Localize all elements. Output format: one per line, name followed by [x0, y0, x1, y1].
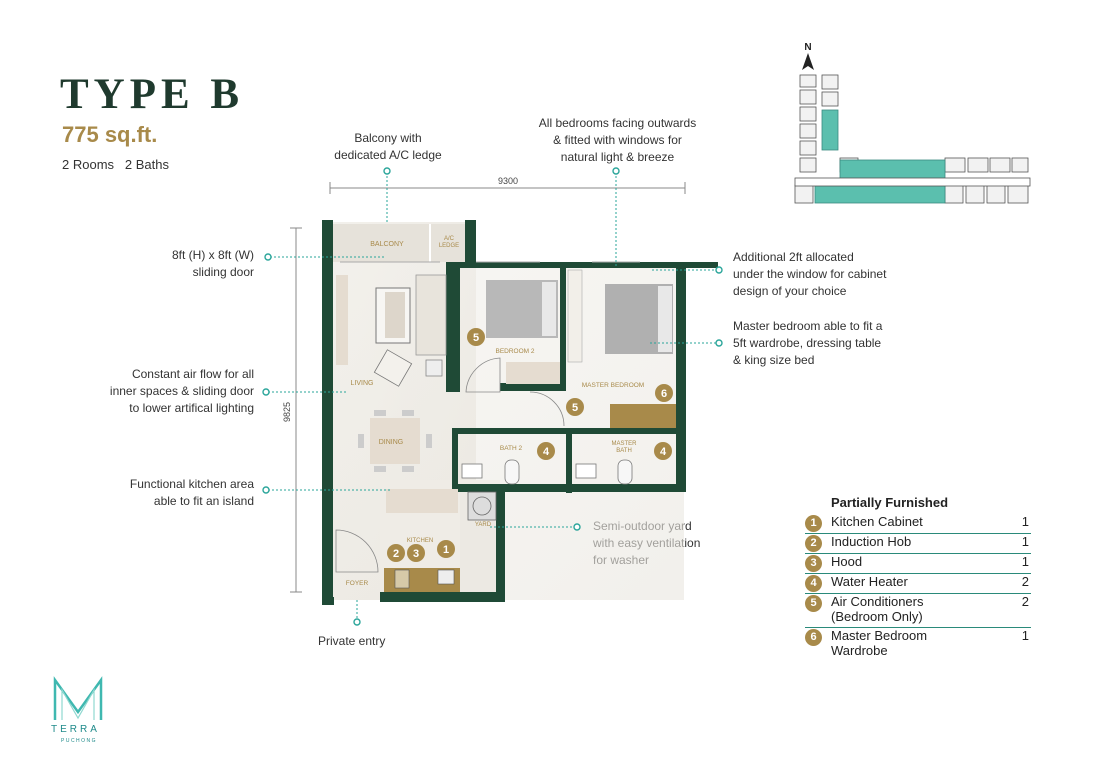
annotation-kitchen: Functional kitchen area able to fit an i… [129, 477, 254, 508]
legend-item: 3 Hood 1 [805, 553, 1031, 574]
svg-text:4: 4 [543, 446, 550, 458]
legend-label: Air Conditioners (Bedroom Only) [831, 594, 924, 624]
annotation-cabinet: Additional 2ft allocated under the windo… [733, 250, 887, 298]
marker-1: 1 [437, 540, 455, 558]
legend-item: 6 Master Bedroom Wardrobe 1 [805, 627, 1031, 661]
legend-title: Partially Furnished [831, 495, 949, 510]
marker-3: 3 [407, 544, 425, 562]
svg-text:1: 1 [443, 544, 449, 556]
legend-num: 6 [805, 629, 822, 646]
legend-qty: 1 [1021, 514, 1029, 529]
legend-qty: 1 [1021, 628, 1029, 643]
dimension-height-label: 9825 [282, 402, 292, 422]
induction-hob [394, 569, 410, 589]
legend-qty: 2 [1021, 594, 1029, 609]
door-master [529, 391, 565, 427]
logo-sub: PUCHONG [61, 738, 98, 744]
legend-label: Kitchen Cabinet [831, 514, 923, 529]
toilet-bath-2 [504, 459, 520, 485]
basin-bath-2 [461, 463, 483, 479]
room-label-kitchen: KITCHEN [407, 538, 433, 544]
legend-label: Water Heater [831, 574, 908, 589]
legend-item: 5 Air Conditioners (Bedroom Only) 2 [805, 593, 1031, 628]
walls [322, 220, 718, 605]
legend-label: Master Bedroom Wardrobe [831, 628, 928, 658]
sofa [375, 274, 447, 356]
room-label-bedroom-2: BEDROOM 2 [495, 348, 534, 355]
toilet-master-bath [617, 459, 633, 485]
key-plan: N [794, 42, 1031, 204]
legend-num: 4 [805, 575, 822, 592]
legend-num: 5 [805, 595, 822, 612]
svg-text:3: 3 [413, 548, 419, 560]
room-label-yard: YARD [475, 522, 492, 528]
balcony-area [333, 224, 465, 262]
svg-text:5: 5 [473, 332, 479, 344]
bed-bedroom-2 [486, 280, 558, 338]
room-label-master-bedroom: MASTER BEDROOM [582, 382, 644, 389]
annotation-master: Master bedroom able to fit a 5ft wardrob… [733, 319, 883, 367]
marker-5-master: 5 [566, 398, 584, 416]
legend-item: 4 Water Heater 2 [805, 573, 1031, 594]
dimension-width-label: 9300 [498, 176, 518, 186]
north-arrow-icon [802, 53, 814, 70]
annotation-bedrooms: All bedrooms facing outwards & fitted wi… [538, 116, 697, 164]
master-wardrobe [610, 404, 676, 428]
armchair [373, 349, 413, 387]
kitchen-sink [437, 569, 455, 585]
legend-item: 1 Kitchen Cabinet 1 [805, 513, 1031, 534]
north-label: N [804, 42, 811, 53]
dimension-height [290, 227, 302, 593]
dining-set [358, 410, 432, 472]
basin-master-bath [575, 463, 597, 479]
marker-5-bedroom-2: 5 [467, 328, 485, 346]
door-bedroom-2 [465, 357, 501, 393]
legend-qty: 1 [1021, 534, 1029, 549]
legend-label: Induction Hob [831, 534, 912, 549]
legend-qty: 1 [1021, 554, 1029, 569]
annotation-airflow: Constant air flow for all inner spaces &… [109, 367, 254, 415]
legend-num: 3 [805, 555, 822, 572]
terra-logo-icon [53, 676, 103, 720]
room-label-balcony: BALCONY [370, 241, 404, 248]
annotation-balcony: Balcony with dedicated A/C ledge [334, 131, 442, 162]
legend-label: Hood [831, 554, 863, 569]
room-label-bath-2: BATH 2 [500, 445, 523, 452]
legend-num: 2 [805, 535, 822, 552]
bed-master [605, 284, 673, 354]
marker-4-master-bath: 4 [654, 442, 672, 460]
page-title: TYPE B [60, 71, 245, 118]
leader-lines [268, 172, 717, 620]
washer [467, 491, 497, 521]
entry-door [335, 529, 379, 573]
dressing-table [567, 269, 583, 363]
logo-name: TERRA [51, 724, 100, 735]
unit-size: 775 sq.ft. [62, 122, 158, 147]
annotation-sliding-door: 8ft (H) x 8ft (W) sliding door [172, 248, 254, 279]
svg-text:6: 6 [661, 388, 667, 400]
tv-console [336, 275, 348, 365]
marker-4-bath-2: 4 [537, 442, 555, 460]
wardrobe-bedroom-2 [506, 362, 560, 384]
svg-text:2: 2 [393, 548, 399, 560]
marker-2: 2 [387, 544, 405, 562]
room-label-dining: DINING [379, 439, 404, 446]
kitchen-island [386, 489, 458, 513]
room-label-living: LIVING [351, 380, 374, 387]
legend-item: 2 Induction Hob 1 [805, 533, 1031, 554]
legend-qty: 2 [1021, 574, 1029, 589]
marker-6: 6 [655, 384, 673, 402]
room-count: 2 Rooms 2 Baths [62, 157, 169, 172]
annotation-entry: Private entry [318, 634, 386, 648]
side-table [425, 359, 443, 377]
leader-dots [262, 167, 723, 626]
svg-text:5: 5 [572, 402, 578, 414]
legend-num: 1 [805, 515, 822, 532]
svg-text:4: 4 [660, 446, 667, 458]
dimension-width [329, 182, 686, 194]
room-label-foyer: FOYER [346, 580, 369, 587]
